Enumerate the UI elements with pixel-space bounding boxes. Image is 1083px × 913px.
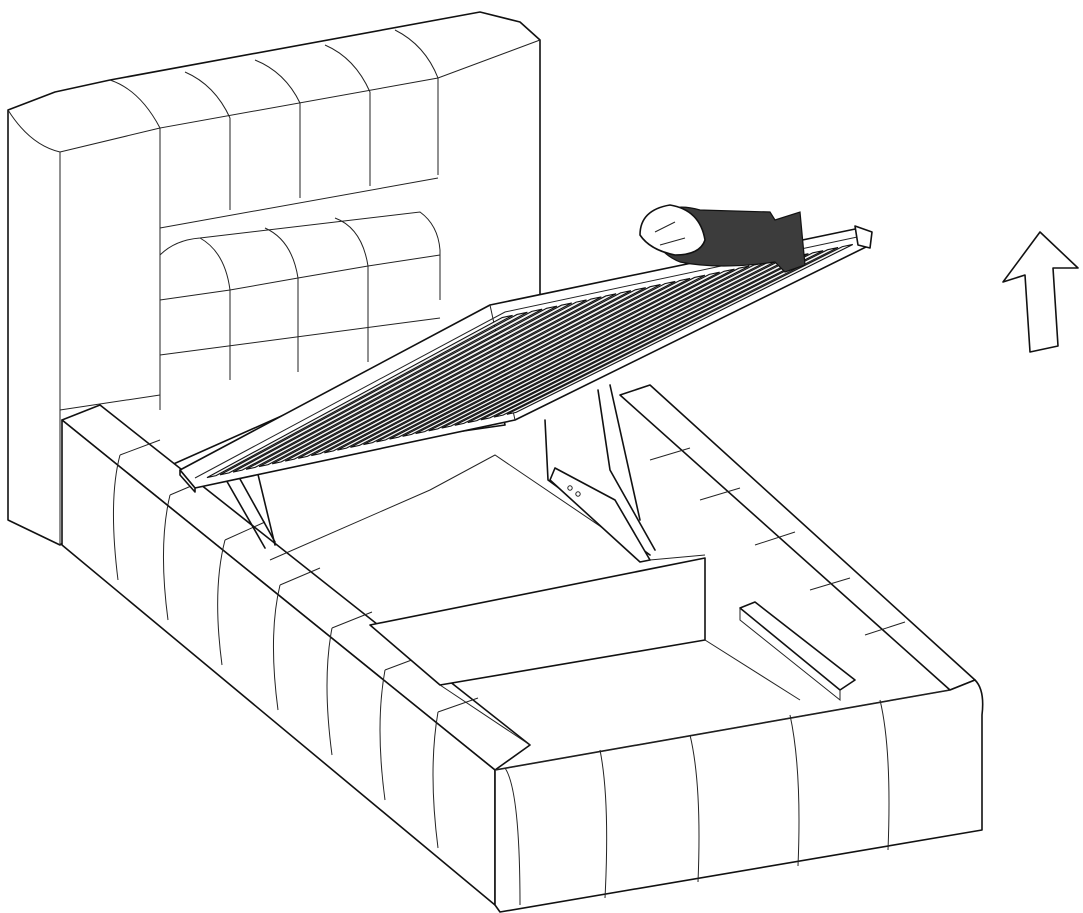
hand-icon xyxy=(639,204,806,273)
slat xyxy=(271,299,587,465)
up-arrow-icon xyxy=(1002,231,1079,353)
slat xyxy=(297,293,617,459)
slat xyxy=(337,284,661,451)
slat xyxy=(389,271,720,440)
bed-base xyxy=(61,384,984,913)
slat xyxy=(480,250,824,421)
slat xyxy=(324,287,646,454)
slat xyxy=(206,314,513,479)
slat xyxy=(493,247,839,418)
slat xyxy=(506,243,854,415)
slat xyxy=(363,277,691,446)
slat xyxy=(284,296,602,462)
slat xyxy=(219,311,528,476)
lift-mechanism-right xyxy=(544,384,656,563)
storage-interior xyxy=(269,454,856,746)
slat xyxy=(232,308,543,473)
slat xyxy=(245,305,558,470)
slat xyxy=(415,265,750,435)
slat xyxy=(350,280,676,448)
slat xyxy=(311,290,632,457)
slat xyxy=(402,268,735,437)
slat xyxy=(467,253,809,424)
headboard xyxy=(7,11,541,546)
slat xyxy=(258,302,572,468)
slat xyxy=(376,274,706,443)
slatted-platform xyxy=(179,225,873,493)
